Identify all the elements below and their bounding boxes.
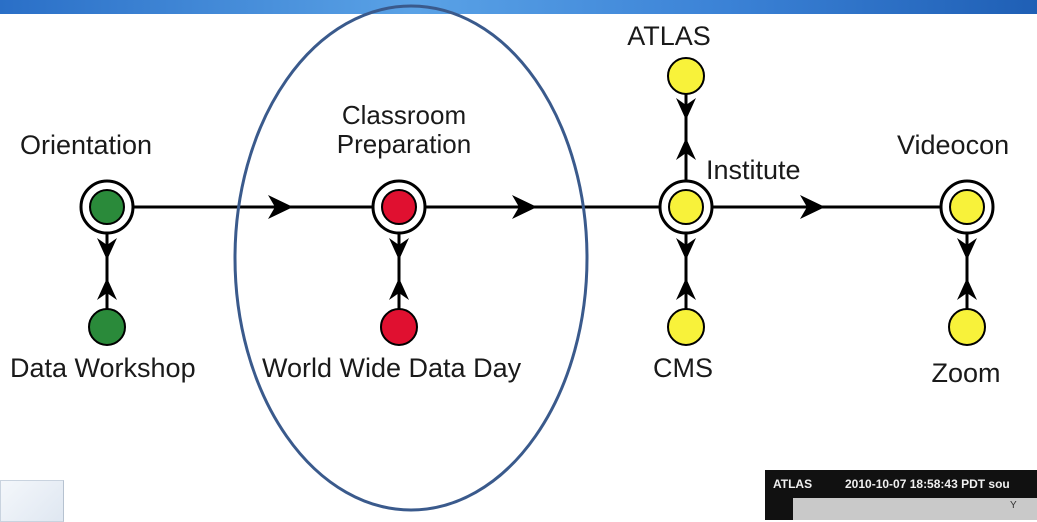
label-zoom: Zoom bbox=[931, 358, 1001, 388]
atlas-axis-label: Y bbox=[1010, 500, 1017, 511]
atlas-event-display: ATLAS 2010-10-07 18:58:43 PDT sou Y bbox=[765, 470, 1037, 520]
node-institute bbox=[658, 179, 714, 235]
node-classroom-preparation bbox=[371, 179, 427, 235]
label-videocon: Videocon bbox=[897, 130, 1010, 160]
double-arrows bbox=[97, 98, 977, 300]
label-data-workshop: Data Workshop bbox=[10, 353, 196, 383]
thumbnail-partial bbox=[0, 480, 64, 522]
label-world-wide-data-day: World Wide Data Day bbox=[262, 353, 522, 383]
node-orientation bbox=[79, 179, 135, 235]
label-classroom-line1: Classroom bbox=[341, 100, 467, 130]
node-world-wide-data-day bbox=[380, 308, 418, 346]
label-classroom-line2: Preparation bbox=[336, 128, 472, 159]
label-cms: CMS bbox=[653, 353, 713, 383]
node-data-workshop bbox=[88, 308, 126, 346]
atlas-title-bar: ATLAS 2010-10-07 18:58:43 PDT sou bbox=[765, 470, 1037, 498]
node-videocon bbox=[939, 179, 995, 235]
arrow-right-2 bbox=[512, 195, 537, 219]
highlight-ellipse bbox=[233, 4, 589, 512]
node-zoom bbox=[948, 308, 986, 346]
label-classroom-preparation: Classroom Preparation bbox=[337, 101, 471, 158]
label-atlas: ATLAS bbox=[627, 21, 711, 51]
atlas-name: ATLAS bbox=[773, 477, 813, 491]
label-institute: Institute bbox=[706, 155, 801, 185]
arrow-right-3 bbox=[800, 195, 825, 219]
arrow-right-1 bbox=[268, 195, 293, 219]
atlas-timestamp: 2010-10-07 18:58:43 PDT sou bbox=[845, 477, 1010, 491]
header-band bbox=[0, 0, 1037, 14]
node-cms bbox=[667, 308, 705, 346]
node-atlas bbox=[667, 57, 705, 95]
label-orientation: Orientation bbox=[20, 130, 153, 160]
atlas-display-area bbox=[793, 498, 1037, 520]
